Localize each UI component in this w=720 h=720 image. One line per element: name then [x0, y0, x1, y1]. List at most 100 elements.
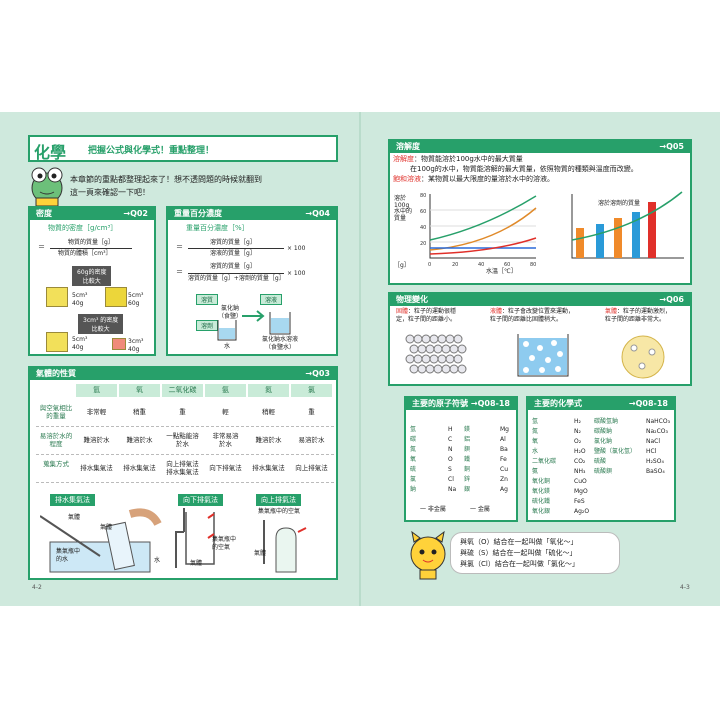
chemical-formulas-ref: →Q08-18 [628, 399, 668, 408]
gas-text: ：粒子的運動激烈， 粒子間的距離非常大。 [605, 308, 672, 323]
atom-name: 氫 [410, 426, 417, 433]
solubility-key: 溶解度 [393, 155, 414, 163]
mass-percent-den-2: 溶質的質量［g］+溶劑的質量［g］ [188, 275, 285, 282]
solid-particle [441, 364, 451, 374]
chemical-formulas-title: 主要的化學式 [534, 399, 582, 408]
gas-table-cell: 稍輕 [262, 408, 275, 416]
formula-symbol: CO₂ [574, 458, 586, 465]
gas-table-cell: 難溶於水 [83, 436, 110, 444]
speech-line-1: 與氧（O）結合在一起叫做「氧化～」 [460, 538, 578, 546]
solid-particle [429, 354, 439, 364]
gas-table-cell: 排水集氣法 [252, 464, 285, 472]
density-cube-3 [46, 332, 68, 352]
mass-percent-x-1: × 100 [287, 245, 306, 252]
density-cube-1 [46, 287, 68, 307]
curve-2 [429, 207, 537, 251]
atom-symbol: H [448, 426, 453, 433]
solubility-line-2: 在100g的水中，物質能溶解的最大質量，依照物質的種類與溫度而改變。 [410, 165, 638, 173]
formula-symbol: NaCl [646, 438, 661, 445]
gas-table-cell: 輕 [222, 408, 229, 416]
gas-table-cell: 排水集氣法 [80, 464, 113, 472]
formula-name: 氧化鎂 [532, 488, 551, 495]
solid-particle [413, 354, 423, 364]
solid-particle [441, 344, 451, 354]
solubility-bar: 溶解度→Q05 [390, 141, 690, 153]
formula-symbol: NaHCO₃ [646, 418, 670, 425]
water-label: 水 [224, 343, 231, 350]
speech-line-2: 與硫（S）結合在一起叫做「硫化～」 [460, 549, 577, 557]
y-tick-80: 80 [420, 193, 426, 199]
gas-key: 氣體 [605, 308, 618, 315]
mass-percent-panel: 重量百分濃度→Q04 [166, 206, 338, 356]
formula-name: 氨 [532, 468, 539, 475]
solute-tag: 溶質 [196, 294, 219, 305]
solid-particle [413, 334, 423, 344]
atom-symbol: Al [500, 436, 506, 443]
gas-table-cell: 一點點能溶 於水 [166, 432, 199, 449]
gas-table-cell: 向上排氣法 [295, 464, 328, 472]
x-tick-0: 0 [428, 262, 431, 268]
intro-line-1: 本章節的重點都整理起來了！想不透問題的時候就翻到 [70, 175, 262, 184]
saturated-def: ：某物質以最大限度的量溶於水中的溶液。 [421, 175, 554, 183]
formula-name: 二氧化碳 [532, 458, 557, 465]
bar-curve [571, 191, 683, 241]
gas-column-header: 氮 [248, 384, 289, 397]
density-cube-2 [105, 287, 127, 307]
formula-name: 水 [532, 448, 539, 455]
solubility-curve-chart: 80 60 40 20 0 20 40 60 80 [420, 193, 537, 268]
solid-particle [405, 334, 415, 344]
gas-table-cell: 向上排氣法 排水集氣法 [166, 460, 199, 477]
solid-particle [417, 364, 427, 374]
density-tag-1: 60g的密度 比較大 [72, 266, 112, 286]
formula-name: 氮 [532, 428, 539, 435]
solid-particle [425, 364, 435, 374]
gas-row-label: 蒐集方式 [43, 460, 69, 468]
curve-1 [429, 195, 537, 241]
atom-symbols-ref: →Q08-18 [470, 399, 510, 408]
gas-table-cell: 重 [308, 408, 315, 416]
gas-properties-ref: →Q03 [305, 369, 330, 378]
x-tick-80: 80 [530, 262, 536, 268]
atom-name: 鋅 [464, 476, 471, 483]
chemical-formulas-panel: 主要的化學式 →Q08-18 [526, 396, 676, 522]
density-fraction-line [50, 248, 132, 249]
liquid-desc: 液體：粒子會改變位置來運動， 粒子間的距離比固體稍大。 [490, 308, 574, 324]
frog-mascot-icon [31, 167, 63, 206]
m2-gas-label: 氣體 [190, 560, 203, 567]
atom-symbol: Cl [448, 476, 454, 483]
atom-name: 鈉 [410, 486, 417, 493]
legend-nonmetal: 一 非金屬 [420, 506, 446, 513]
method-1-title: 排水集氣法 [50, 494, 95, 506]
m1-water-label: 水 [154, 557, 161, 564]
chapter-title: 化學 [34, 143, 67, 162]
solubility-bar-chart [571, 191, 684, 259]
water-displacement-apparatus-icon [40, 508, 162, 573]
mass-percent-ref: →Q04 [305, 209, 330, 218]
gas-table-cell: 排水集氣法 [123, 464, 156, 472]
solid-particle [417, 344, 427, 354]
gas-column-header: 氯 [291, 384, 332, 397]
atom-symbol: Na [448, 486, 457, 493]
formula-symbol: N₂ [574, 428, 581, 435]
solvent-tag: 溶劑 [196, 320, 219, 331]
solubility-x-label: 水溫［℃］ [486, 268, 517, 275]
mass-percent-bar: 重量百分濃度→Q04 [168, 208, 336, 220]
y-tick-20: 20 [420, 241, 426, 247]
x-tick-60: 60 [504, 262, 510, 268]
speech-bubble [450, 532, 620, 574]
formula-name: 氧化銀 [532, 508, 551, 515]
chapter-header: 化學 把握公式與化學式！重點整理！ [28, 135, 338, 162]
atom-symbol: S [448, 466, 452, 473]
gas-column-header: 氨 [205, 384, 246, 397]
gas-properties-title: 氣體的性質 [36, 369, 76, 378]
mass-percent-line-1 [188, 248, 284, 249]
density-label: 物質的密度［g/cm³］ [48, 224, 118, 232]
method-3-title: 向上排氣法 [256, 494, 301, 506]
gas-desc: 氣體：粒子的運動激烈， 粒子間的距離非常大。 [605, 308, 671, 324]
bar-5 [648, 202, 656, 258]
atom-symbol: Ba [500, 446, 508, 453]
brine-label: 氯化鈉水溶液 （食鹽水） [262, 336, 299, 351]
chapter-subtitle: 把握公式與化學式！重點整理！ [88, 146, 215, 156]
atom-symbol: Cu [500, 466, 508, 473]
method-2-title: 向下排氣法 [178, 494, 223, 506]
